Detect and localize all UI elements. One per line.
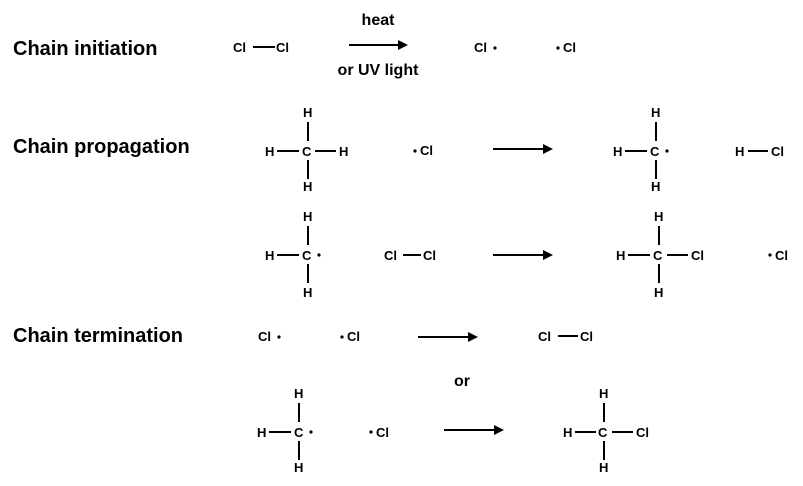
termination2-product-chloromethane: H H C Cl H: [563, 386, 649, 475]
atom-h: H: [651, 179, 660, 194]
atom-h: H: [303, 285, 312, 300]
radical-dot: [277, 335, 281, 339]
atom-h: H: [613, 144, 622, 159]
radical-dot: [665, 149, 669, 153]
propagation1-product-hcl: H Cl: [735, 144, 784, 159]
atom-cl: Cl: [771, 144, 784, 159]
radical-dot: [768, 253, 772, 257]
atom-c: C: [653, 248, 663, 263]
atom-h: H: [654, 209, 663, 224]
radical-dot: [309, 430, 313, 434]
propagation1-reactant-cl-radical: Cl: [413, 143, 433, 158]
atom-cl: Cl: [384, 248, 397, 263]
atom-h: H: [265, 144, 274, 159]
atom-h: H: [599, 386, 608, 401]
condition-uv-light: or UV light: [338, 62, 420, 79]
atom-h: H: [294, 460, 303, 475]
stage-label-propagation: Chain propagation: [13, 136, 190, 158]
atom-cl: Cl: [474, 40, 487, 55]
radical-dot: [556, 46, 560, 50]
atom-cl: Cl: [376, 425, 389, 440]
atom-h: H: [257, 425, 266, 440]
condition-heat: heat: [362, 12, 396, 29]
atom-cl: Cl: [420, 143, 433, 158]
or-connector: or: [454, 373, 470, 390]
atom-c: C: [598, 425, 608, 440]
propagation1-reactant-methane: H H C H H: [265, 105, 348, 194]
atom-cl: Cl: [580, 329, 593, 344]
radical-dot: [413, 149, 417, 153]
atom-h: H: [265, 248, 274, 263]
termination1-reactant-cl-radical: Cl: [258, 329, 281, 344]
atom-h: H: [303, 209, 312, 224]
atom-h: H: [303, 105, 312, 120]
atom-cl: Cl: [258, 329, 271, 344]
stage-label-initiation: Chain initiation: [13, 38, 157, 60]
atom-cl: Cl: [563, 40, 576, 55]
atom-h: H: [599, 460, 608, 475]
radical-dot: [493, 46, 497, 50]
atom-h: H: [616, 248, 625, 263]
atom-h: H: [303, 179, 312, 194]
radical-dot: [340, 335, 344, 339]
termination2-reactant-cl-radical: Cl: [369, 425, 389, 440]
atom-c: C: [294, 425, 304, 440]
atom-cl: Cl: [775, 248, 788, 263]
atom-h: H: [339, 144, 348, 159]
initiation-product-cl-radical-2: Cl: [556, 40, 576, 55]
atom-cl: Cl: [636, 425, 649, 440]
atom-c: C: [302, 144, 312, 159]
propagation2-product-chloromethane: H H C Cl H: [616, 209, 704, 300]
atom-h: H: [651, 105, 660, 120]
propagation2-product-cl-radical: Cl: [768, 248, 788, 263]
atom-h: H: [735, 144, 744, 159]
initiation-reactant-cl2: Cl Cl: [233, 40, 289, 55]
atom-h: H: [294, 386, 303, 401]
stage-label-termination: Chain termination: [13, 325, 183, 347]
termination1-product-cl2: Cl Cl: [538, 329, 593, 344]
radical-dot: [317, 253, 321, 257]
termination1-reactant-cl-radical-2: Cl: [340, 329, 360, 344]
atom-cl: Cl: [347, 329, 360, 344]
propagation1-product-methyl-radical: H H C H: [613, 105, 669, 194]
atom-cl: Cl: [233, 40, 246, 55]
radical-dot: [369, 430, 373, 434]
propagation2-reactant-methyl-radical: H H C H: [265, 209, 321, 300]
initiation-product-cl-radical: Cl: [474, 40, 497, 55]
propagation2-reactant-cl2: Cl Cl: [384, 248, 436, 263]
atom-cl: Cl: [538, 329, 551, 344]
atom-cl: Cl: [691, 248, 704, 263]
atom-c: C: [302, 248, 312, 263]
atom-h: H: [563, 425, 572, 440]
atom-c: C: [650, 144, 660, 159]
atom-cl: Cl: [276, 40, 289, 55]
atom-cl: Cl: [423, 248, 436, 263]
atom-h: H: [654, 285, 663, 300]
termination2-reactant-methyl-radical: H H C H: [257, 386, 313, 475]
